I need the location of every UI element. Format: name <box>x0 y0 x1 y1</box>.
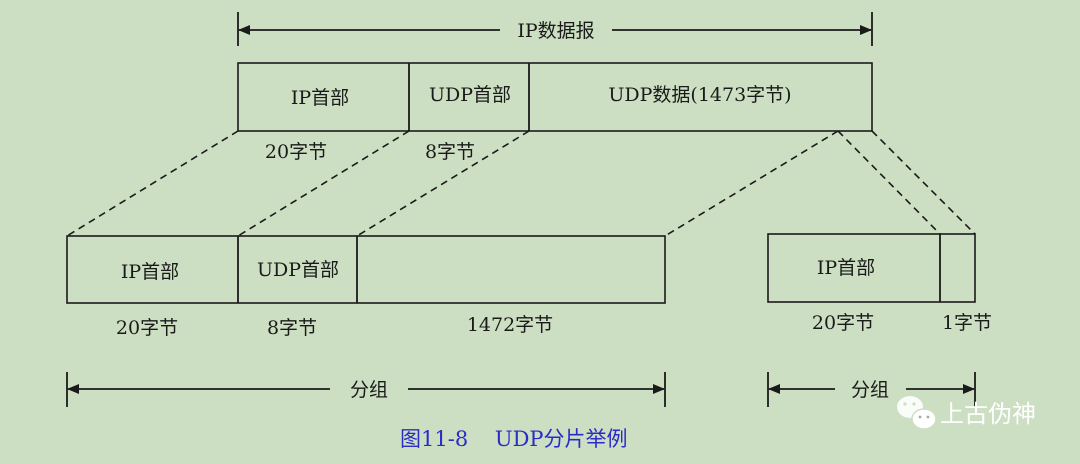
fragment2-ip-size: 20字节 <box>812 312 874 334</box>
watermark-text: 上古伪神 <box>940 400 1036 428</box>
fragment2-ip-header: IP首部 <box>817 257 875 279</box>
fragment2-span-label: 分组 <box>851 379 889 401</box>
fragment2-span-arrow: 分组 <box>767 372 976 407</box>
fragment2-data-size: 1字节 <box>942 312 992 334</box>
udp-header-size: 8字节 <box>425 141 475 163</box>
original-datagram: IP首部 UDP首部 UDP数据(1473字节) 20字节 8字节 <box>237 62 873 163</box>
fragment1-data-size: 1472字节 <box>467 314 553 336</box>
udp-header-field: UDP首部 <box>429 84 511 106</box>
wechat-icon <box>897 396 937 430</box>
fragment1-udp-header: UDP首部 <box>257 259 339 281</box>
figure-caption: 图11-8 UDP分片举例 <box>400 427 628 451</box>
fragment1-span-arrow: 分组 <box>66 372 666 407</box>
fragment-1: IP首部 UDP首部 20字节 8字节 1472字节 <box>66 235 666 339</box>
fragment1-udp-size: 8字节 <box>267 317 317 339</box>
fragment1-span-label: 分组 <box>350 379 388 401</box>
ip-header-size: 20字节 <box>265 141 327 163</box>
ip-datagram-span-arrow: IP数据报 <box>237 12 873 46</box>
dashed-connectors <box>66 130 976 237</box>
fragment1-ip-size: 20字节 <box>116 317 178 339</box>
udp-data-field: UDP数据(1473字节) <box>608 84 791 106</box>
fragment1-ip-header: IP首部 <box>121 261 179 283</box>
ip-datagram-label: IP数据报 <box>517 20 594 42</box>
fragment-2: IP首部 20字节 1字节 <box>767 233 992 334</box>
ip-header-field: IP首部 <box>291 87 349 109</box>
